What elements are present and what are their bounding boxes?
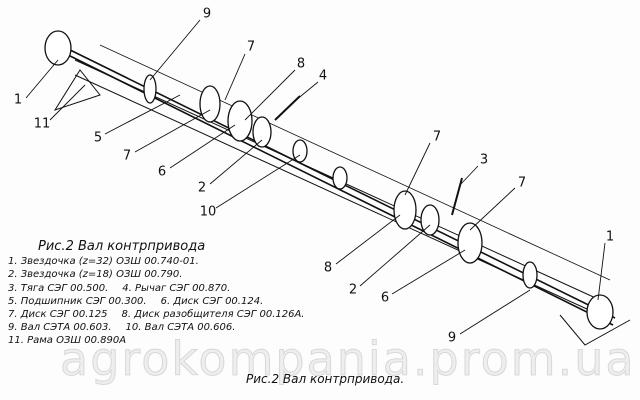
legend-item: 3. Тяга СЭГ 00.500.: [8, 282, 109, 294]
parts-legend: Рис.2 Вал контрпривода 1. Звездочка (z=3…: [8, 240, 319, 348]
callout-9: 9: [202, 6, 212, 22]
callout-6: 6: [157, 164, 167, 180]
callout-8: 8: [323, 260, 333, 276]
callout-3: 3: [479, 152, 489, 168]
callout-7: 7: [246, 39, 256, 55]
callout-4: 4: [318, 68, 328, 84]
watermark: agrokompania.prom.ua: [60, 332, 636, 387]
callout-5: 5: [93, 130, 103, 146]
legend-item: 6. Диск СЭГ 00.124.: [160, 295, 264, 307]
callout-7: 7: [517, 175, 527, 191]
legend-item: 11. Рама ОЗШ 00.890А: [8, 335, 127, 347]
callout-10: 10: [199, 204, 217, 220]
legend-item: 10. Вал СЭТА 00.606.: [125, 322, 236, 334]
callout-2: 2: [197, 180, 207, 196]
callout-1: 1: [605, 229, 615, 245]
legend-item: 4. Рычаг СЭГ 00.870.: [122, 282, 231, 294]
legend-item: 1. Звездочка (z=32) ОЗШ 00.740-01.: [8, 256, 199, 268]
callout-6: 6: [380, 290, 390, 306]
legend-title: Рис.2 Вал контрпривода: [38, 239, 206, 254]
legend-item: 8. Диск разобщителя СЭГ 00.126А.: [121, 309, 305, 321]
callout-8: 8: [296, 56, 306, 72]
legend-item: 7. Диск СЭГ 00.125: [8, 309, 108, 321]
callout-7: 7: [432, 129, 442, 145]
legend-item: 2. Звездочка (z=18) ОЗШ 00.790.: [8, 269, 183, 281]
callout-7: 7: [122, 148, 132, 164]
sprocket-left: [44, 30, 72, 66]
callout-9: 9: [447, 330, 457, 346]
figure-caption: Рис.2 Вал контрпривода.: [246, 372, 405, 386]
callout-11: 11: [33, 116, 51, 132]
legend-item: 9. Вал СЭТА 00.603.: [8, 322, 112, 334]
callout-1: 1: [13, 92, 23, 108]
callout-2: 2: [348, 282, 358, 298]
legend-item: 5. Подшипник СЭГ 00.300.: [8, 295, 147, 307]
sprocket-right: [586, 294, 614, 330]
